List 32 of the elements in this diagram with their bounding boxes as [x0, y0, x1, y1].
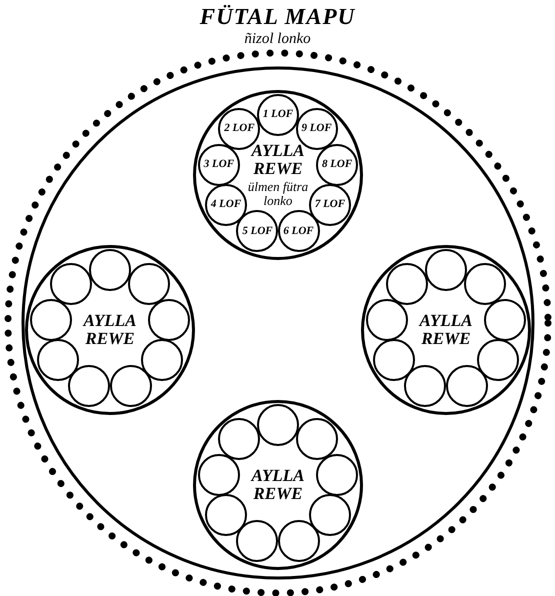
lof-circle: 3 LOF: [198, 144, 240, 186]
empty-circle: [366, 298, 408, 341]
empty-circle: [37, 339, 80, 381]
group-note: ülmen fütra lonko: [246, 180, 310, 208]
empty-circle: [205, 494, 248, 536]
empty-circle: [476, 339, 519, 381]
empty-circle: [308, 494, 351, 536]
empty-circle: [386, 263, 428, 306]
lof-circle: 6 LOF: [278, 210, 320, 252]
empty-circle: [464, 263, 506, 306]
lof-circle: 4 LOF: [205, 184, 248, 226]
empty-circle: [198, 454, 240, 496]
group-name: AYLLA REWE: [82, 312, 138, 348]
empty-circle: [316, 454, 358, 496]
empty-circle: [484, 298, 526, 341]
empty-circle: [89, 249, 131, 291]
empty-circle: [257, 404, 299, 446]
empty-circle: [425, 249, 467, 291]
lof-circle: 7 LOF: [308, 184, 351, 226]
empty-circle: [148, 298, 190, 341]
empty-circle: [218, 418, 260, 460]
empty-circle: [373, 339, 416, 381]
empty-circle: [296, 418, 338, 460]
group-name: AYLLA REWE: [250, 467, 306, 503]
empty-circle: [140, 339, 183, 381]
empty-circle: [30, 298, 72, 341]
lof-circle: 5 LOF: [236, 210, 278, 252]
lof-circle: 1 LOF: [257, 94, 299, 136]
empty-circle: [50, 263, 92, 306]
lof-circle: 8 LOF: [316, 144, 358, 186]
group-name: AYLLA REWE: [418, 312, 474, 348]
empty-circle: [128, 263, 170, 306]
